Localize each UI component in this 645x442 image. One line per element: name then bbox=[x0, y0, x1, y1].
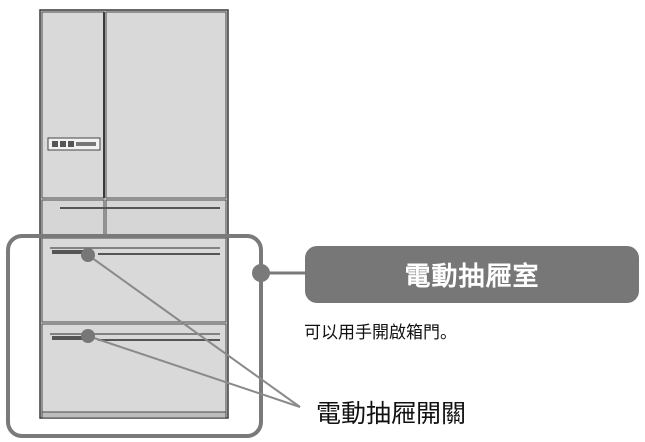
drawer-switch-dot-icon bbox=[81, 248, 95, 262]
callout-frame bbox=[6, 234, 263, 438]
fridge-upper-electric-drawer bbox=[41, 237, 227, 323]
callout-title: 電動抽屜室 bbox=[404, 262, 540, 292]
callout-description: 可以用手開啟箱門。 bbox=[304, 323, 457, 343]
callout-connector-dot-icon bbox=[252, 264, 270, 282]
fridge-right-door bbox=[105, 11, 227, 199]
fridge-middle-left-drawer bbox=[41, 199, 105, 237]
refrigerator-icon bbox=[39, 9, 229, 419]
switch-label: 電動抽屜開關 bbox=[316, 399, 467, 428]
drawer-switch-dot-icon bbox=[81, 329, 95, 343]
control-panel-icon bbox=[47, 137, 101, 151]
callout-title-box bbox=[305, 246, 639, 303]
fridge-left-door bbox=[41, 11, 105, 199]
switch-leader-lines bbox=[87, 254, 301, 408]
fridge-middle-right-drawer bbox=[105, 199, 227, 237]
